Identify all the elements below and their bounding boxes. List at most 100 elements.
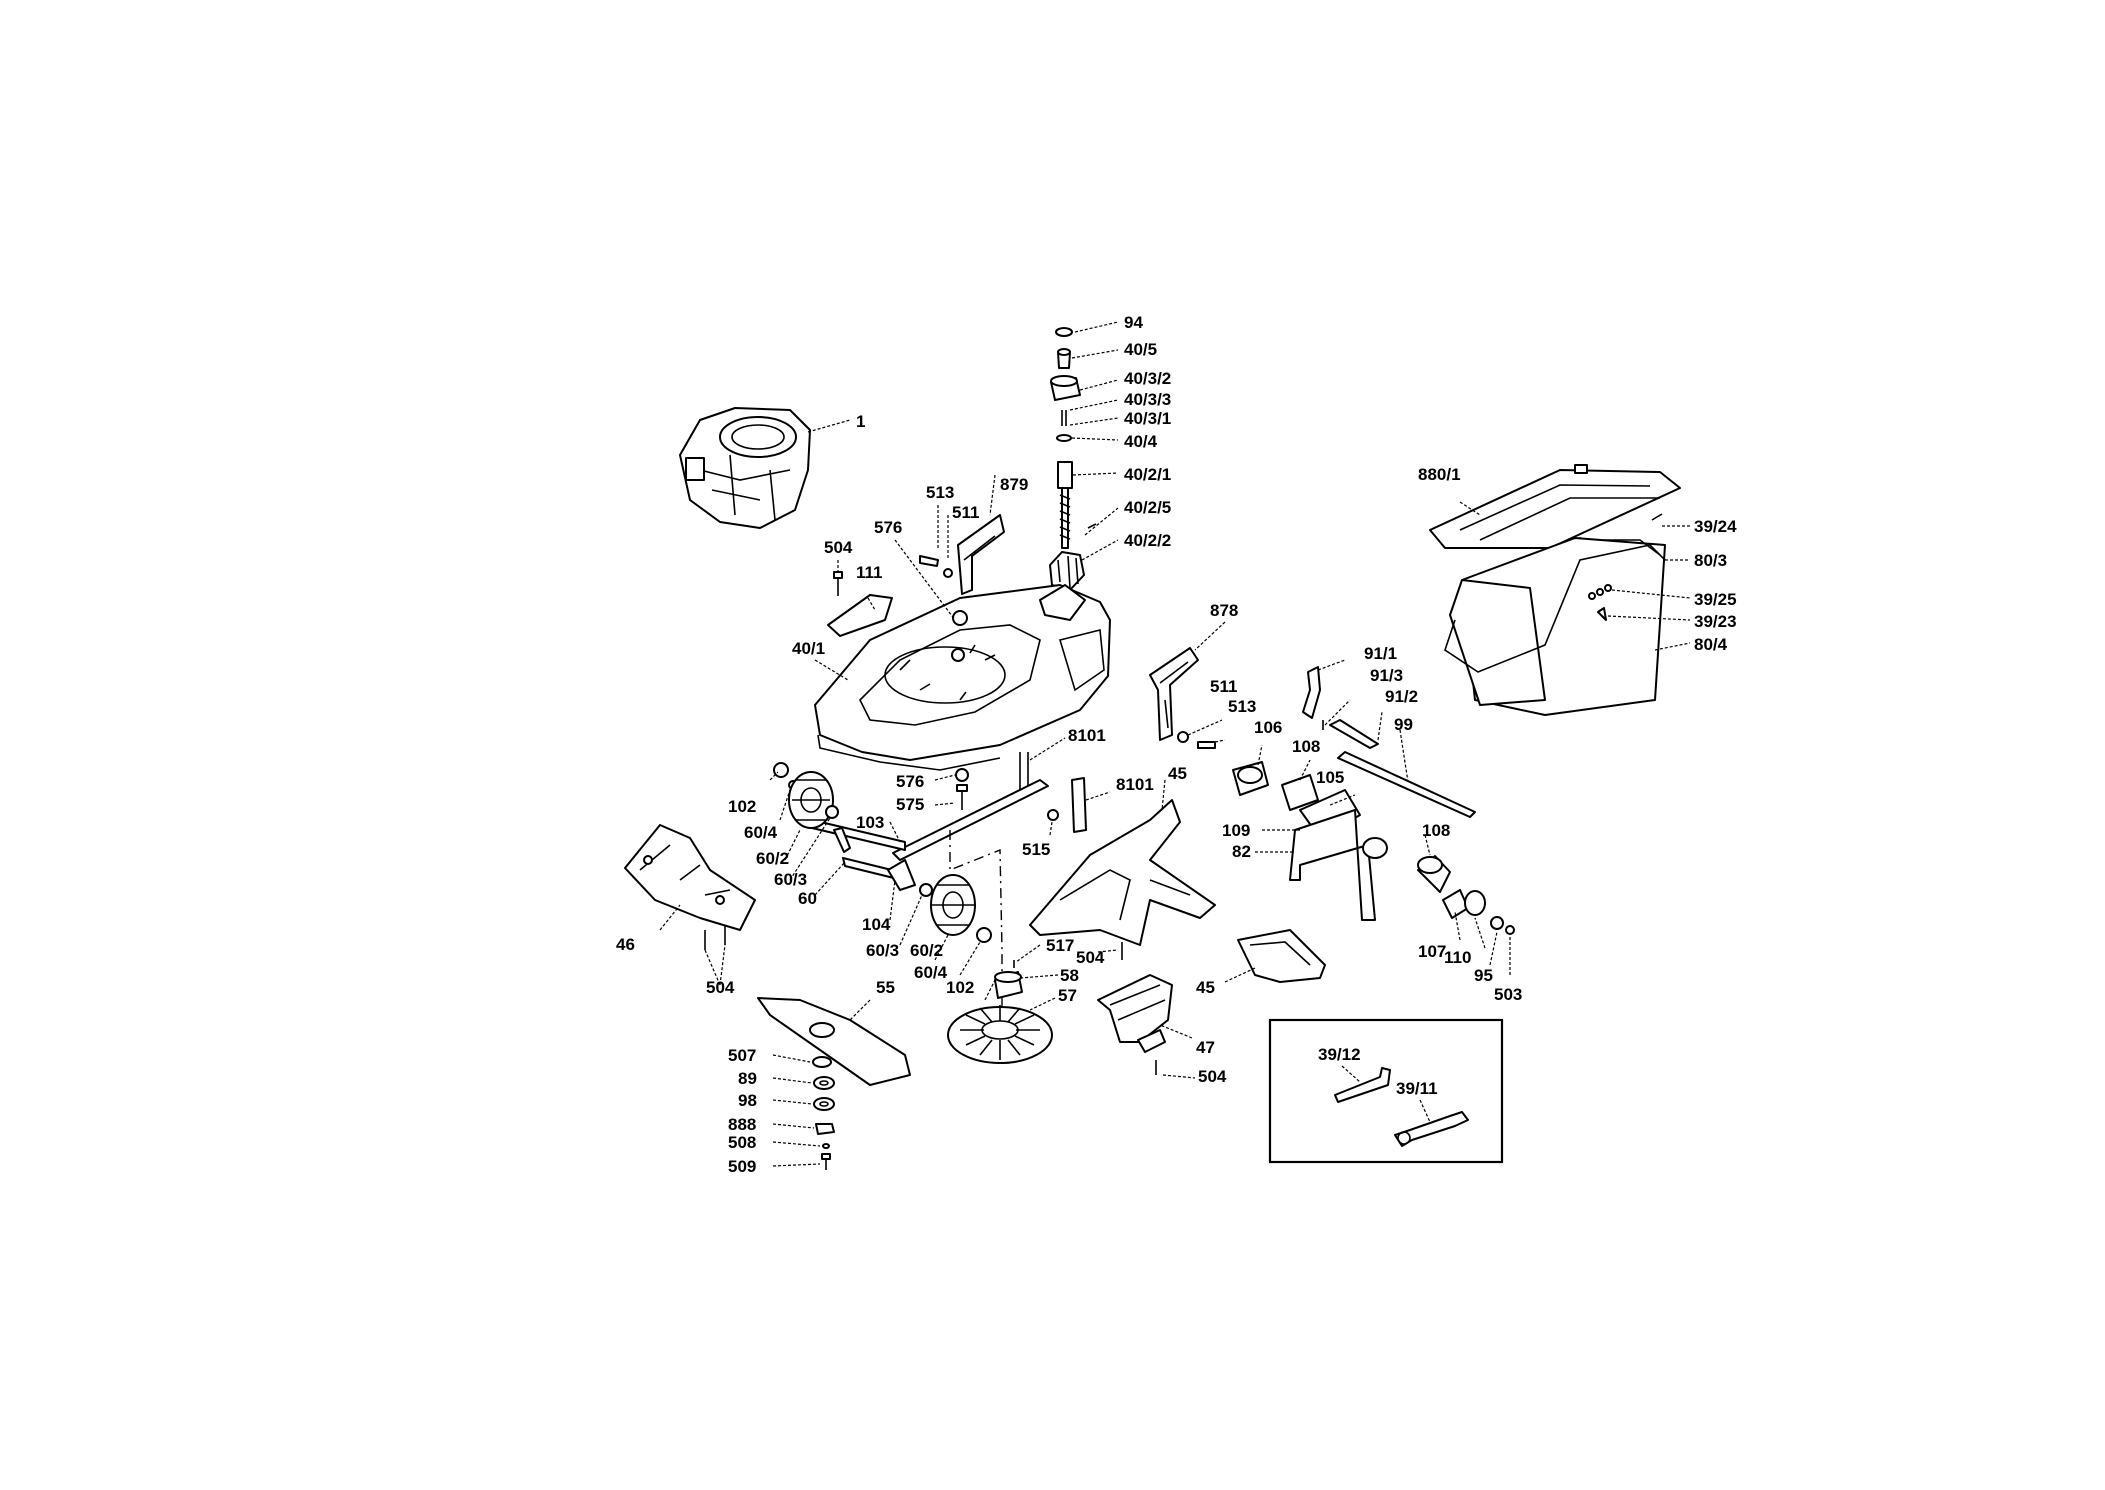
label-39-11: 39/11 <box>1396 1079 1438 1098</box>
label-40-3-3: 40/3/3 <box>1124 390 1171 409</box>
label-40-2-1: 40/2/1 <box>1124 465 1171 484</box>
label-504-d: 504 <box>1198 1067 1227 1086</box>
front-wheel-left <box>773 762 851 853</box>
label-40-2-5: 40/2/5 <box>1124 498 1171 517</box>
label-40-3-2: 40/3/2 <box>1124 369 1171 388</box>
label-515: 515 <box>1022 840 1050 859</box>
grass-bag-80 <box>1444 513 1666 716</box>
cover-111 <box>827 571 893 637</box>
label-110: 110 <box>1444 948 1471 967</box>
leader-lines <box>659 321 1691 1167</box>
bracket-879 <box>919 514 1005 595</box>
label-504-b: 504 <box>706 978 735 997</box>
label-95: 95 <box>1474 966 1493 985</box>
label-80-3: 80/3 <box>1694 551 1727 570</box>
label-503: 503 <box>1494 985 1522 1004</box>
label-39-25: 39/25 <box>1694 590 1737 609</box>
label-8101-a: 8101 <box>1068 726 1106 745</box>
label-504-c: 504 <box>1076 948 1105 967</box>
label-91-2: 91/2 <box>1385 687 1418 706</box>
label-888: 888 <box>728 1115 756 1134</box>
deck-40-1 <box>814 584 1111 771</box>
nut-515 <box>1047 809 1059 821</box>
hub-58 <box>994 971 1023 999</box>
label-82: 82 <box>1232 842 1251 861</box>
label-39-24: 39/24 <box>1694 517 1737 536</box>
label-108-a: 108 <box>1292 737 1320 756</box>
label-575: 575 <box>896 795 924 814</box>
label-47: 47 <box>1196 1038 1215 1057</box>
label-102-a: 102 <box>728 797 756 816</box>
label-878: 878 <box>1210 601 1238 620</box>
label-880-1: 880/1 <box>1418 465 1461 484</box>
height-adjuster-stack <box>1050 327 1081 442</box>
label-513-a: 513 <box>926 483 954 502</box>
label-109: 109 <box>1222 821 1250 840</box>
label-40-4: 40/4 <box>1124 432 1158 451</box>
label-509: 509 <box>728 1157 756 1176</box>
mulch-insert-47 <box>1097 974 1173 1075</box>
label-60-2-b: 60/2 <box>910 941 943 960</box>
rear-wheel-fasteners <box>1442 889 1515 935</box>
label-104: 104 <box>862 915 891 934</box>
label-1: 1 <box>856 412 865 431</box>
adjuster-spindle <box>1049 461 1097 591</box>
front-plate-46 <box>624 824 756 950</box>
front-wheel-right <box>887 859 992 943</box>
label-60-3-b: 60/3 <box>866 941 899 960</box>
label-105: 105 <box>1316 768 1344 787</box>
studs-576-575 <box>955 768 969 810</box>
label-511-a: 511 <box>952 503 979 522</box>
label-60: 60 <box>798 889 817 908</box>
label-57: 57 <box>1058 986 1077 1005</box>
label-39-23: 39/23 <box>1694 612 1737 631</box>
label-103: 103 <box>856 813 884 832</box>
label-108-b: 108 <box>1422 821 1450 840</box>
cover-45 <box>1237 929 1326 983</box>
rods-8101 <box>892 752 1087 861</box>
chute-45 <box>1029 799 1216 946</box>
label-94: 94 <box>1124 313 1143 332</box>
label-513-b: 513 <box>1228 697 1256 716</box>
label-60-3-a: 60/3 <box>774 870 807 889</box>
label-60-2-a: 60/2 <box>756 849 789 868</box>
label-40-5: 40/5 <box>1124 340 1157 359</box>
label-55: 55 <box>876 978 895 997</box>
engine-part-1 <box>679 407 811 529</box>
blade-55 <box>757 997 911 1086</box>
label-45-a: 45 <box>1168 764 1187 783</box>
label-508: 508 <box>728 1133 756 1152</box>
label-106: 106 <box>1254 718 1282 737</box>
label-40-3-1: 40/3/1 <box>1124 409 1171 428</box>
bracket-878 <box>1149 647 1216 749</box>
part-labels: 94 40/5 40/3/2 40/3/3 40/3/1 40/4 40/2/1… <box>616 313 1737 1176</box>
label-60-4-b: 60/4 <box>914 963 948 982</box>
fan-57 <box>947 1005 1053 1064</box>
label-39-12: 39/12 <box>1318 1045 1361 1064</box>
label-40-2-2: 40/2/2 <box>1124 531 1171 550</box>
label-8101-b: 8101 <box>1116 775 1154 794</box>
label-91-3: 91/3 <box>1370 666 1403 685</box>
label-99: 99 <box>1394 715 1413 734</box>
label-91-1: 91/1 <box>1364 644 1397 663</box>
label-80-4: 80/4 <box>1694 635 1728 654</box>
label-45-b: 45 <box>1196 978 1215 997</box>
label-879: 879 <box>1000 475 1028 494</box>
label-507: 507 <box>728 1046 756 1065</box>
blade-fasteners <box>812 1056 835 1170</box>
label-111: 111 <box>856 563 883 582</box>
levers-91 <box>1302 666 1476 818</box>
label-58: 58 <box>1060 966 1079 985</box>
label-89: 89 <box>738 1069 757 1088</box>
label-107: 107 <box>1418 942 1446 961</box>
label-102-b: 102 <box>946 978 974 997</box>
label-576-b: 576 <box>896 772 924 791</box>
tools-box <box>1268 1018 1504 1164</box>
label-46: 46 <box>616 935 635 954</box>
label-517: 517 <box>1046 936 1074 955</box>
label-576-a: 576 <box>874 518 902 537</box>
label-511-b: 511 <box>1210 677 1237 696</box>
label-98: 98 <box>738 1091 757 1110</box>
label-40-1: 40/1 <box>792 639 825 658</box>
